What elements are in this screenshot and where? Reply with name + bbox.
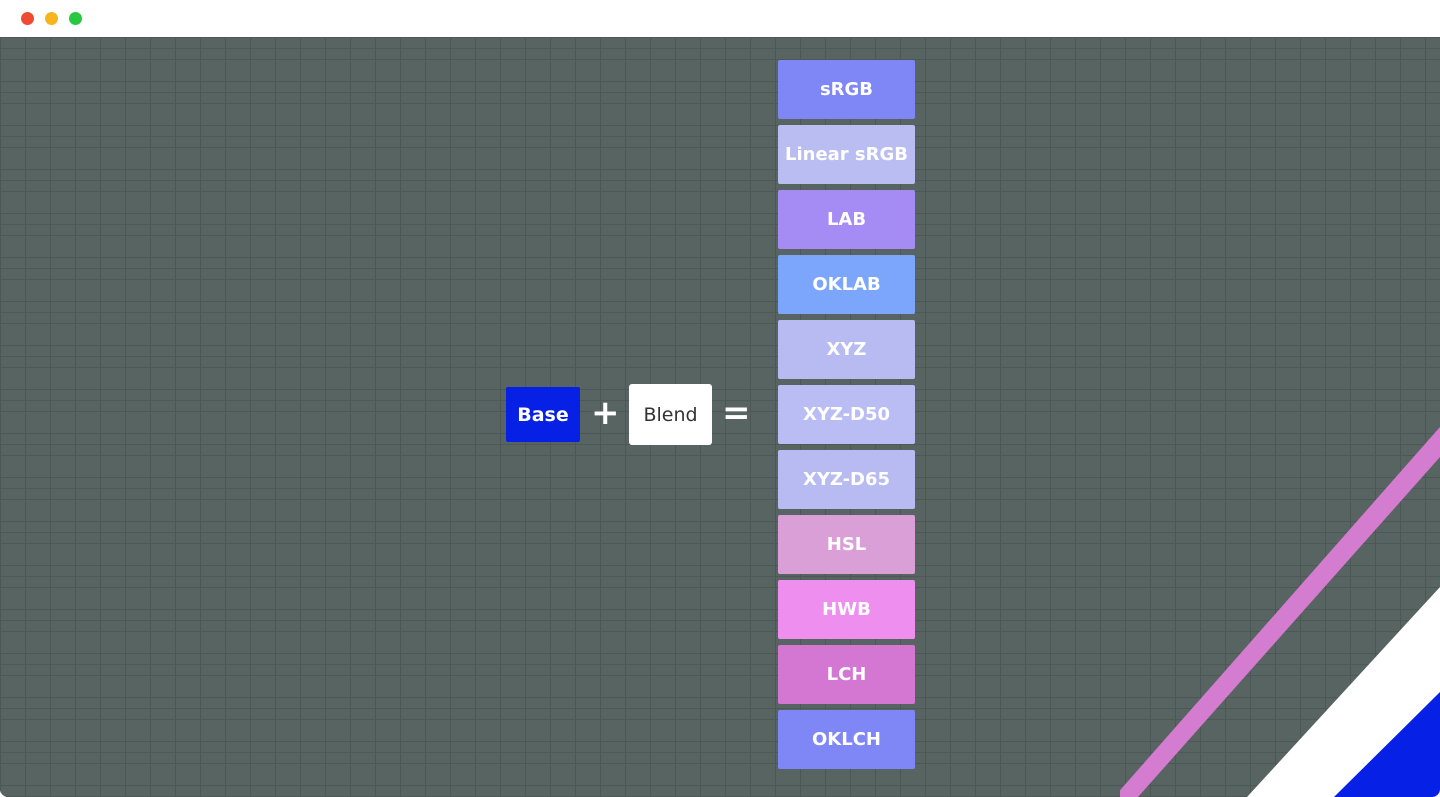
result-linear-srgb: Linear sRGB [778, 125, 915, 184]
result-oklab: OKLAB [778, 255, 915, 314]
result-label: XYZ-D65 [802, 469, 891, 490]
blue-stripe [1334, 692, 1440, 797]
result-label: LAB [826, 209, 867, 230]
plus-symbol: + [591, 393, 620, 433]
result-label: XYZ [826, 339, 867, 360]
title-bar [0, 0, 1440, 38]
pink-stripe [1120, 427, 1440, 797]
result-hsl: HSL [778, 515, 915, 574]
result-xyz: XYZ [778, 320, 915, 379]
blend-results-column: sRGB Linear sRGB LAB OKLAB XYZ XYZ-D50 X… [778, 60, 915, 775]
result-label: LCH [826, 664, 867, 685]
result-xyz-d50: XYZ-D50 [778, 385, 915, 444]
base-color-swatch: Base [506, 387, 580, 442]
result-lch: LCH [778, 645, 915, 704]
result-label: XYZ-D50 [802, 404, 891, 425]
result-label: OKLCH [812, 729, 881, 750]
result-srgb: sRGB [778, 60, 915, 119]
result-label: sRGB [819, 79, 874, 100]
result-label: OKLAB [812, 274, 881, 295]
brick-pattern [0, 37, 1440, 797]
result-oklch: OKLCH [778, 710, 915, 769]
decorative-stripes [1120, 427, 1440, 797]
result-label: HSL [826, 534, 867, 555]
result-label: Linear sRGB [784, 144, 909, 165]
equals-symbol: = [722, 393, 751, 433]
result-hwb: HWB [778, 580, 915, 639]
maximize-window-button[interactable] [69, 12, 82, 25]
result-label: HWB [822, 599, 871, 620]
result-lab: LAB [778, 190, 915, 249]
blend-color-swatch: Blend [629, 384, 712, 445]
close-window-button[interactable] [21, 12, 34, 25]
result-xyz-d65: XYZ-D65 [778, 450, 915, 509]
brick-wall-background: Base + Blend = sRGB Linear sRGB LAB OKLA… [0, 37, 1440, 797]
minimize-window-button[interactable] [45, 12, 58, 25]
